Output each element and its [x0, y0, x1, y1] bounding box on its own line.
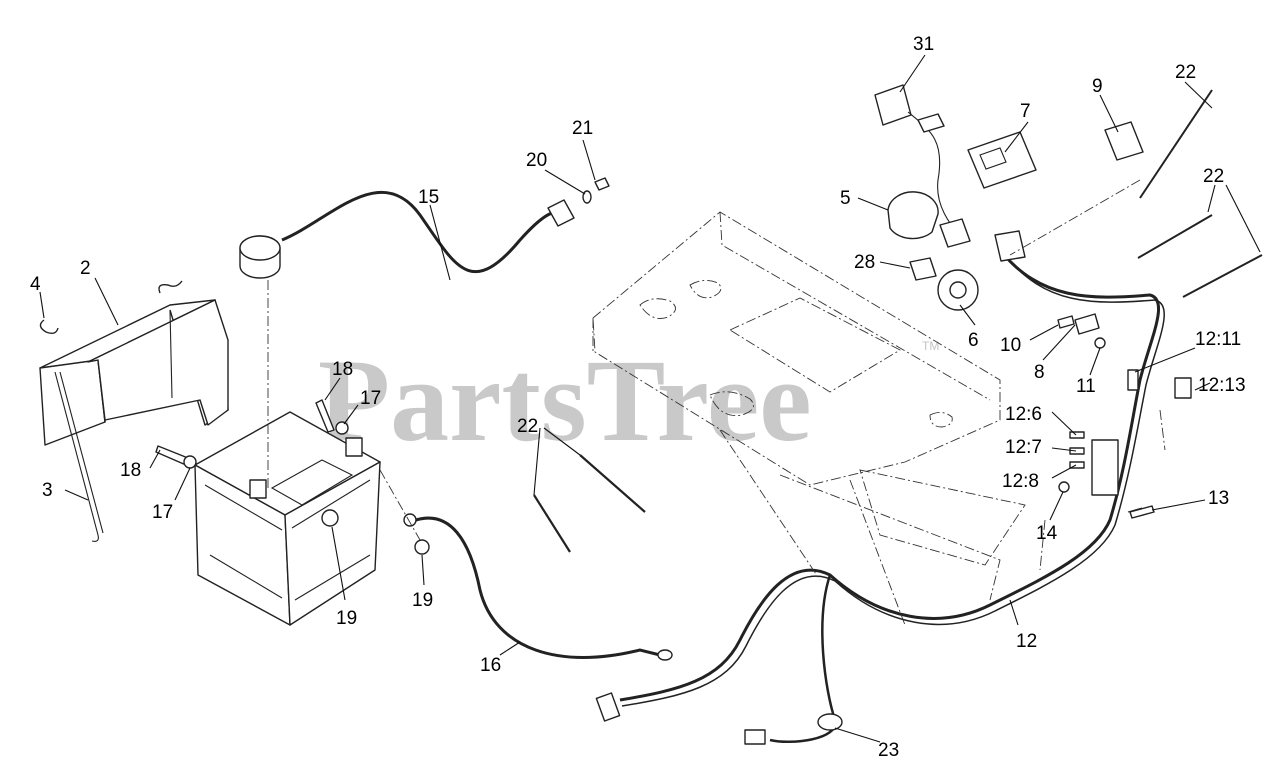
switch-28	[909, 257, 937, 281]
callout-15: 15	[418, 187, 439, 208]
fuse-12-6	[1069, 431, 1085, 439]
callout-19: 19	[412, 590, 433, 611]
wing-nut-right	[158, 280, 183, 294]
battery	[194, 411, 381, 626]
callout-12-13: 12:13	[1198, 375, 1246, 396]
callout-13: 13	[1208, 488, 1229, 509]
callout-10: 10	[1000, 335, 1021, 356]
cable-15	[239, 177, 610, 279]
callout-2: 2	[80, 258, 91, 279]
battery-terminal-neg	[249, 479, 267, 499]
callout-16: 16	[480, 655, 501, 676]
bolt-13	[1129, 505, 1155, 519]
nut-19-left	[321, 509, 339, 527]
hold-down-rod	[54, 371, 99, 542]
leader-lines	[39, 54, 1261, 743]
callout-9: 9	[1092, 76, 1103, 97]
grommet-23	[817, 713, 843, 731]
bolt-left	[155, 445, 189, 466]
watermark-trademark: TM	[922, 339, 939, 353]
mounting-plate	[592, 211, 1026, 601]
callout-22: 22	[517, 416, 538, 437]
callout-8: 8	[1034, 362, 1045, 383]
callout-18: 18	[332, 359, 353, 380]
battery-hold-down	[39, 280, 229, 542]
callout-19: 19	[336, 608, 357, 629]
watermark: PartsTree TM	[318, 335, 939, 466]
callout-31: 31	[913, 34, 934, 55]
callout-22: 22	[1175, 62, 1196, 83]
fuse-12-8	[1069, 461, 1085, 469]
switch-9	[1104, 121, 1144, 161]
washer-left	[183, 455, 197, 469]
callout-6: 6	[968, 330, 979, 351]
cable-ties	[533, 89, 1263, 553]
callout-5: 5	[840, 188, 851, 209]
callout-14: 14	[1036, 523, 1058, 544]
callout-12-8: 12:8	[1002, 471, 1039, 492]
fuse-12-7	[1069, 447, 1085, 455]
callout-12: 12	[1016, 631, 1037, 652]
connector-12-11	[1127, 369, 1139, 391]
fuse-block	[1091, 439, 1119, 496]
callout-23: 23	[878, 740, 899, 761]
relay-8	[1074, 313, 1100, 335]
module-7	[967, 131, 1037, 189]
callout-18: 18	[120, 460, 141, 481]
callout-21: 21	[572, 118, 593, 139]
nut-14	[1058, 481, 1070, 493]
terminal-hardware	[155, 399, 430, 555]
switches-and-modules	[874, 84, 1155, 519]
battery-terminal-pos	[345, 437, 363, 457]
bolt-top	[315, 399, 335, 433]
alarm-5	[887, 191, 939, 240]
callout-11: 11	[1076, 376, 1096, 397]
cable-16	[403, 513, 673, 661]
wire-harness	[595, 249, 1192, 745]
callout-28: 28	[854, 252, 875, 273]
wing-nut-left	[39, 319, 59, 335]
nut-19-right	[414, 539, 430, 555]
connector-12-13	[1174, 377, 1192, 399]
callout-4: 4	[30, 274, 41, 295]
screw-11	[1094, 337, 1106, 349]
switch-31	[874, 84, 912, 126]
connector-large	[994, 230, 1026, 262]
watermark-text: PartsTree	[318, 335, 812, 466]
callout-17: 17	[360, 388, 381, 409]
clip-10	[1057, 315, 1075, 329]
callout-7: 7	[1020, 101, 1031, 122]
callout-20: 20	[526, 150, 547, 171]
callout-12-11: 12:11	[1195, 329, 1241, 350]
callout-17: 17	[152, 502, 173, 523]
alignment-lines	[267, 179, 1166, 626]
callout-22: 22	[1203, 166, 1224, 187]
washer-top	[335, 421, 349, 435]
callout-12-6: 12:6	[1005, 404, 1042, 425]
callout-12-7: 12:7	[1005, 437, 1042, 458]
callout-3: 3	[42, 480, 53, 501]
callout-labels: 31 7 9 22 22 22 21 20 15 5 28 6 10 8 11 …	[30, 34, 1246, 761]
